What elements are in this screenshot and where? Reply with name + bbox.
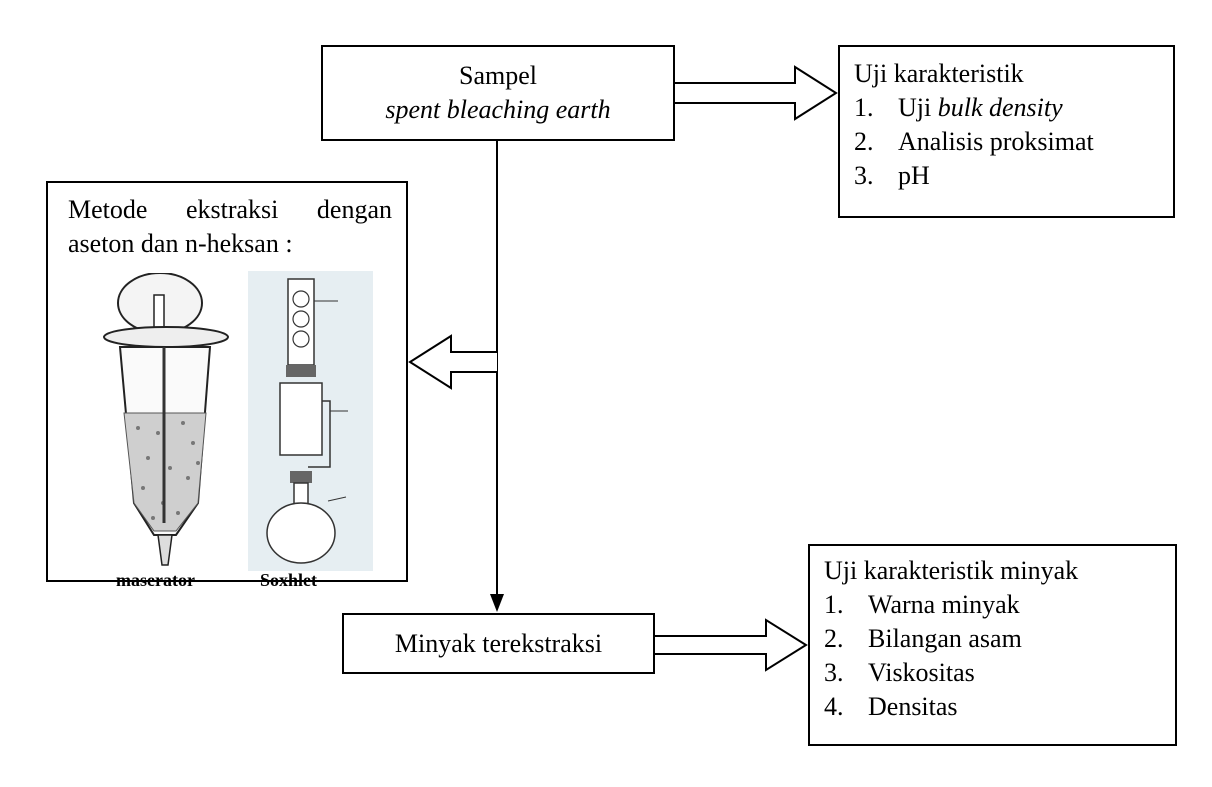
list-item: 3. Viskositas: [824, 656, 1175, 690]
soxhlet-illustration: [248, 271, 373, 571]
characteristics-box: Uji karakteristik 1. Uji bulk density 2.…: [838, 45, 1175, 218]
oil-characteristics-list: 1. Warna minyak 2. Bilangan asam 3. Visk…: [824, 588, 1175, 724]
hollow-arrow-to-characteristics: [675, 65, 838, 121]
sample-subtitle: spent bleaching earth: [385, 95, 611, 124]
list-item: 3. pH: [854, 159, 1173, 193]
characteristics-title: Uji karakteristik: [854, 59, 1024, 88]
extracted-oil-box: Minyak terekstraksi: [342, 613, 655, 674]
hollow-arrow-to-oil-characteristics: [655, 618, 808, 672]
list-text: Densitas: [868, 692, 958, 721]
list-item: 1. Uji bulk density: [854, 91, 1173, 125]
hollow-arrow-to-method: [408, 334, 497, 390]
oil-characteristics-title: Uji karakteristik minyak: [824, 556, 1079, 585]
list-text: Uji bulk density: [898, 93, 1063, 122]
list-number: 3.: [854, 161, 874, 190]
soxhlet-label: Soxhlet: [260, 570, 318, 590]
maserator-label: maserator: [116, 570, 195, 590]
maserator-illustration: [103, 273, 229, 566]
sample-title: Sampel: [459, 61, 537, 90]
list-text: Viskositas: [868, 658, 975, 687]
list-item: 2. Analisis proksimat: [854, 125, 1173, 159]
down-arrowhead: [490, 594, 504, 612]
list-item: 1. Warna minyak: [824, 588, 1175, 622]
list-item: 2. Bilangan asam: [824, 622, 1175, 656]
list-number: 2.: [824, 624, 844, 653]
characteristics-list: 1. Uji bulk density 2. Analisis proksima…: [854, 91, 1173, 193]
list-text: pH: [898, 161, 930, 190]
list-number: 2.: [854, 127, 874, 156]
oil-characteristics-box: Uji karakteristik minyak 1. Warna minyak…: [808, 544, 1177, 746]
list-text: Bilangan asam: [868, 624, 1022, 653]
extracted-oil-label: Minyak terekstraksi: [394, 629, 603, 658]
list-number: 4.: [824, 692, 844, 721]
method-line-1: Metode ekstraksi dengan: [68, 195, 392, 224]
method-line-2: aseton dan n-heksan :: [68, 229, 293, 258]
list-text: Analisis proksimat: [898, 127, 1094, 156]
list-text: Warna minyak: [868, 590, 1020, 619]
list-item: 4. Densitas: [824, 690, 1175, 724]
extraction-method-box: Metode ekstraksi dengan aseton dan n-hek…: [46, 181, 408, 590]
list-number: 1.: [824, 590, 844, 619]
list-number: 1.: [854, 93, 874, 122]
list-number: 3.: [824, 658, 844, 687]
sample-box: Sampel spent bleaching earth: [321, 45, 675, 141]
